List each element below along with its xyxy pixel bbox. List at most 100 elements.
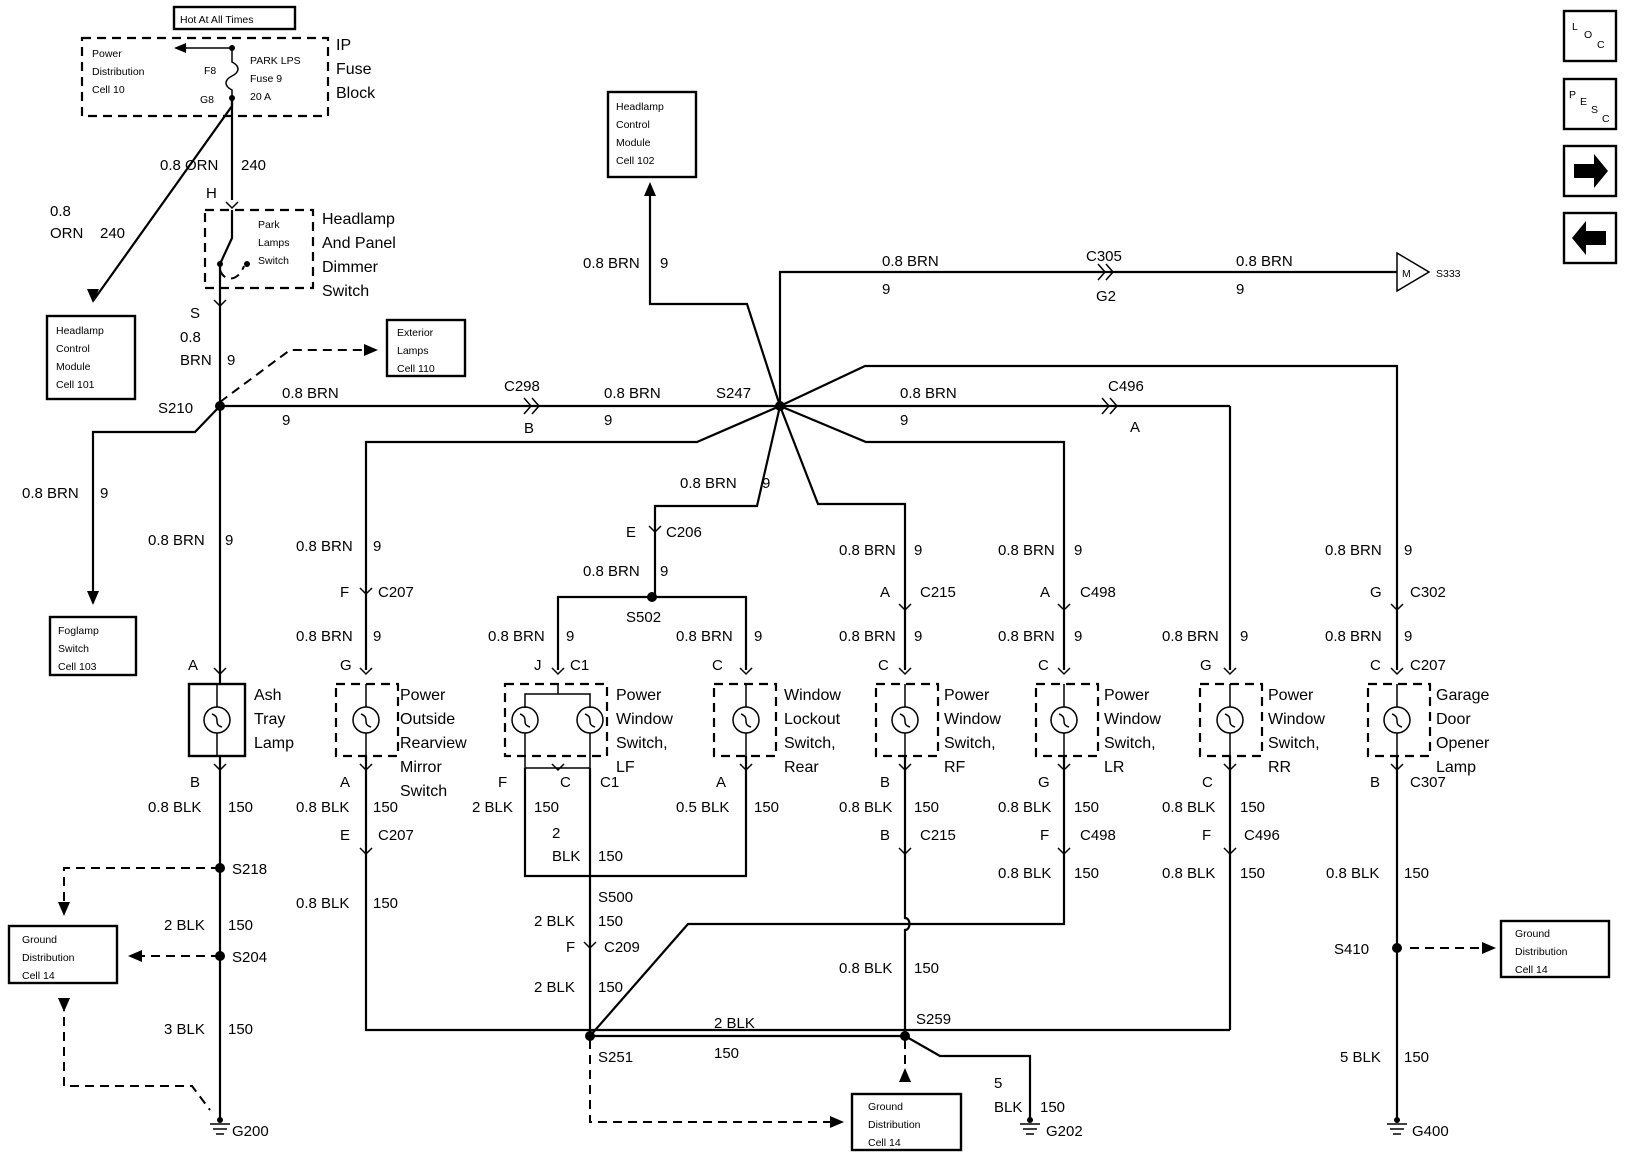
pin-label: A	[880, 584, 890, 601]
lamp-name: Switch,	[944, 735, 996, 752]
pw-lf-switch-outline	[503, 682, 609, 758]
splice-label: S204	[232, 949, 267, 966]
wire-lr-ground	[589, 756, 1066, 1037]
connector-label: C305	[1086, 248, 1122, 265]
lamp-name: Switch	[400, 783, 447, 800]
wire-label: 0.8 BRN	[676, 628, 733, 645]
arrow-left-icon	[1572, 221, 1606, 255]
lamp-name: Rearview	[400, 735, 467, 752]
wire-to-foglamp	[91, 405, 221, 603]
nav-letter: P	[1569, 89, 1576, 101]
splice-s410	[1392, 943, 1402, 953]
circuit-label: 9	[373, 538, 381, 555]
lamp-filament	[1391, 713, 1403, 728]
lamp-name: Window	[1268, 711, 1325, 728]
loc-button[interactable]: L O C	[1562, 9, 1618, 63]
pin-label: C	[712, 657, 723, 674]
pin-label: B	[524, 420, 534, 437]
mirror-switch-outline	[334, 682, 400, 758]
lamp-name: Opener	[1436, 735, 1490, 752]
box-text: Headlamp	[56, 325, 104, 337]
connector-chevron	[225, 201, 239, 210]
splice-label: S259	[916, 1011, 951, 1028]
connector-chevron	[898, 603, 912, 612]
circuit-label: 9	[604, 412, 612, 429]
box-text: Cell 14	[868, 1137, 901, 1149]
fuse-label: PARK LPS	[250, 55, 301, 67]
box-text: Cell 103	[58, 661, 97, 673]
connector-label: C307	[1410, 774, 1446, 791]
box-text: Module	[56, 361, 91, 373]
next-page-button[interactable]	[1562, 144, 1618, 198]
circuit-label: 150	[1404, 865, 1429, 882]
pesc-button[interactable]: P E S C	[1562, 77, 1618, 131]
wire-to-rf	[778, 405, 907, 670]
circuit-label: 9	[1074, 628, 1082, 645]
box-text: Foglamp	[58, 625, 99, 637]
arrow-up-icon	[644, 182, 656, 196]
box-text: Distribution	[1515, 946, 1568, 958]
lamp-name: Tray	[254, 711, 285, 728]
wire-label: 0.8 BRN	[282, 385, 339, 402]
box-text: Ground	[1515, 928, 1550, 940]
fuse-label: Fuse 9	[250, 73, 282, 85]
lamp-name: Power	[616, 687, 662, 704]
circuit-label: 9	[1240, 628, 1248, 645]
wire-label: 0.8 BRN	[148, 532, 205, 549]
lamp-name: Mirror	[400, 759, 442, 776]
pin-label: C	[1038, 657, 1049, 674]
lamp-name: Door	[1436, 711, 1471, 728]
box-text: Switch	[58, 643, 89, 655]
pin-label: A	[1130, 419, 1140, 436]
hcm-cell102-box	[606, 90, 698, 179]
lamp-name: Lamp	[254, 735, 294, 752]
lamp-name: Rear	[784, 759, 819, 776]
arrow-right-icon	[364, 344, 378, 356]
wire-label: 0.8 BRN	[882, 253, 939, 270]
circuit-label: 150	[714, 1045, 739, 1062]
arrow-down-icon	[58, 902, 70, 916]
ground-node	[1394, 1117, 1400, 1123]
circuit-label: 240	[100, 225, 125, 242]
box-text: Lamps	[397, 345, 429, 357]
circuit-label: 9	[754, 628, 762, 645]
connector-chevron	[213, 667, 227, 676]
dashed-s218-to-ground	[63, 867, 220, 910]
fuse-block-name: Block	[336, 85, 376, 102]
lamp-leads	[524, 733, 591, 756]
pin-label: B	[880, 827, 890, 844]
connector-c298-symbol	[523, 397, 540, 415]
hot-at-all-times-label: Hot At All Times	[180, 14, 254, 26]
wire-label: 0.8 BRN	[680, 475, 737, 492]
previous-page-button[interactable]	[1562, 211, 1618, 265]
fuse-block-name: Fuse	[336, 61, 372, 78]
fuse-block-text: Distribution	[92, 66, 145, 78]
splice-label: S247	[716, 385, 751, 402]
circuit-label: 240	[241, 157, 266, 174]
connector-chevron	[898, 847, 912, 856]
circuit-label: 150	[914, 960, 939, 977]
nav-letter: C	[1602, 113, 1610, 125]
ground-node	[217, 1117, 223, 1123]
lamp-filament	[360, 713, 372, 728]
connector-label: C215	[920, 827, 956, 844]
lamp-filament	[899, 713, 911, 728]
pin-label: B	[190, 774, 200, 791]
box-text: Cell 101	[56, 379, 95, 391]
connector-label: C207	[1410, 657, 1446, 674]
circuit-label: 9	[227, 352, 235, 369]
lamp-name: Garage	[1436, 687, 1489, 704]
wire-label: 0.8 BRN	[839, 542, 896, 559]
ground-dist-left-box	[7, 924, 119, 985]
circuit-label: 150	[228, 1021, 253, 1038]
fuse-symbol	[225, 48, 239, 98]
box-text: Control	[56, 343, 90, 355]
wire-label: 0.8 BRN	[22, 485, 79, 502]
connector-chevron	[359, 667, 373, 676]
box-text: Exterior	[397, 327, 434, 339]
connector-label: C1	[600, 774, 619, 791]
pin-label: A	[716, 774, 726, 791]
connector-chevron	[551, 667, 565, 676]
pin-label: B	[1370, 774, 1380, 791]
nav-letter: O	[1584, 29, 1592, 41]
